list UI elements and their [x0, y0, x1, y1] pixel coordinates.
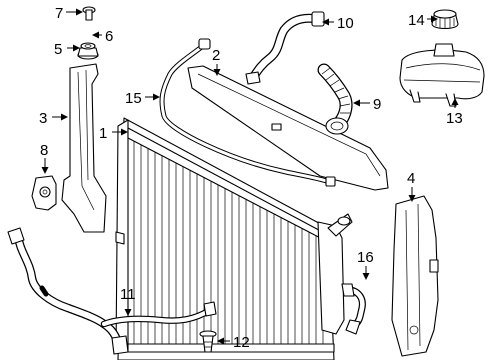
leader-lines — [41, 8, 459, 345]
part-grommet — [77, 42, 99, 60]
callout-8: 8 — [40, 142, 48, 159]
callout-16: 16 — [357, 249, 374, 266]
callout-14: 14 — [408, 12, 425, 29]
part-corrugated-hose — [317, 63, 353, 135]
callout-7: 7 — [55, 5, 63, 22]
callout-labels: 1 2 3 4 5 6 7 8 9 10 11 12 13 14 15 16 — [39, 5, 463, 351]
callout-10: 10 — [337, 15, 354, 32]
part-upper-hose — [245, 11, 325, 85]
part-lower-hose — [7, 227, 217, 355]
callout-12: 12 — [233, 334, 250, 351]
part-bolt — [82, 6, 96, 21]
part-small-hose — [341, 283, 366, 335]
part-bleed-line — [159, 38, 336, 187]
callout-6: 6 — [105, 28, 113, 45]
callout-5: 5 — [54, 41, 62, 58]
part-radiator — [115, 117, 353, 360]
callout-11: 11 — [120, 286, 136, 303]
part-left-air-duct — [61, 63, 107, 233]
part-right-air-duct — [391, 195, 439, 357]
part-air-deflector — [187, 65, 389, 191]
part-expansion-tank — [399, 43, 485, 107]
callout-15: 15 — [125, 90, 142, 107]
callout-4: 4 — [407, 170, 415, 187]
callout-2: 2 — [212, 47, 220, 64]
part-mounting-bracket — [31, 175, 57, 211]
callout-9: 9 — [373, 96, 381, 113]
part-push-clip — [199, 330, 217, 353]
radiator-fins — [133, 137, 324, 344]
callout-3: 3 — [39, 110, 47, 127]
callout-13: 13 — [446, 110, 463, 127]
part-tank-cap — [431, 9, 459, 30]
callout-1: 1 — [99, 125, 107, 142]
